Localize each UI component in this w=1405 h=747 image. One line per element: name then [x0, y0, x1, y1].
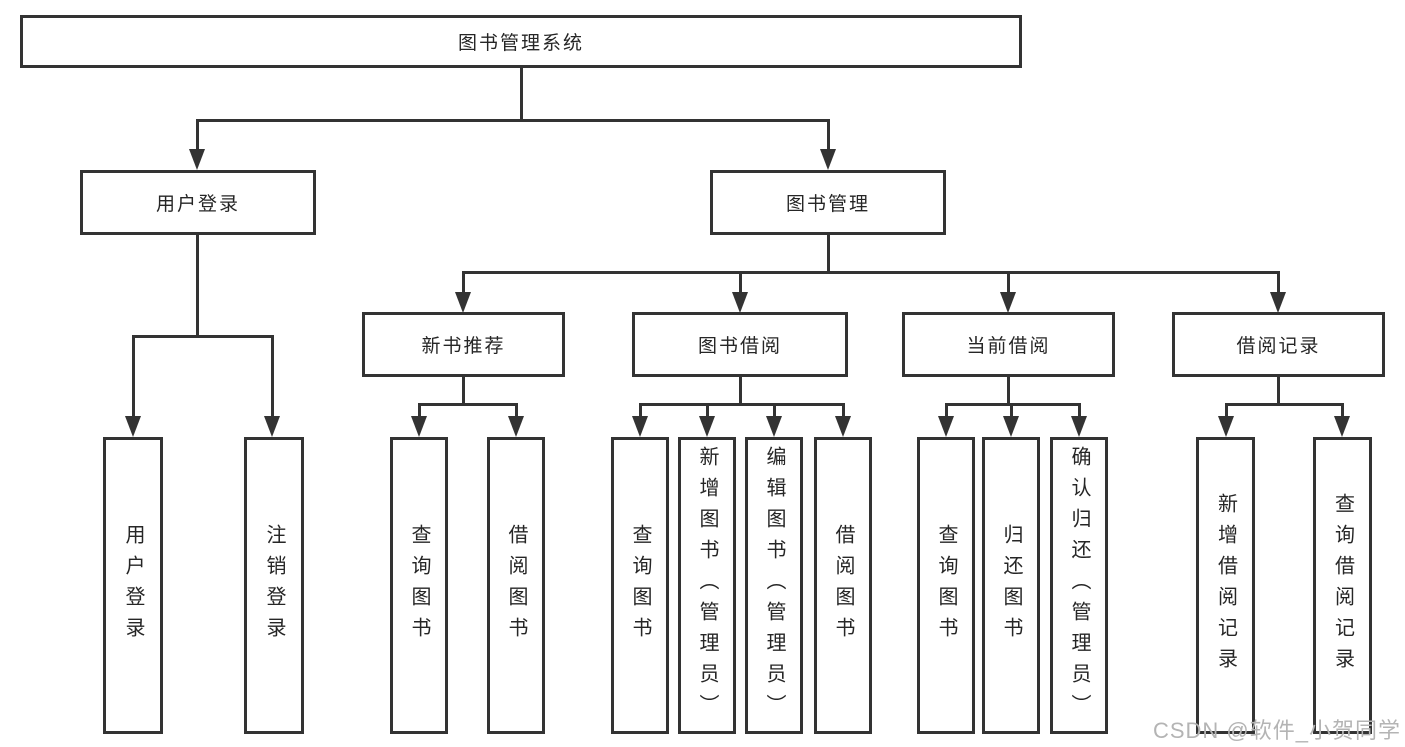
leaf-label: 确认归还（管理员）: [1068, 446, 1090, 725]
leaf-add-borrow-record: 新增借阅记录: [1196, 437, 1255, 734]
arrowhead-down-icon: [1270, 292, 1286, 313]
leaf-confirm-return-admin: 确认归还（管理员）: [1050, 437, 1108, 734]
connector-drop-leaf: [418, 403, 421, 417]
node-book-management: 图书管理: [710, 170, 946, 235]
node-label: 当前借阅: [966, 336, 1051, 357]
arrowhead-down-icon: [264, 416, 280, 437]
connector-borrow-stem: [739, 375, 742, 405]
leaf-label: 编辑图书（管理员）: [763, 446, 785, 725]
connector-drop-records: [1277, 271, 1280, 293]
leaf-query-books: 查询图书: [917, 437, 975, 734]
connector-current-stem: [1007, 375, 1010, 405]
arrowhead-down-icon: [1000, 292, 1016, 313]
arrowhead-down-icon: [1003, 416, 1019, 437]
node-label: 图书借阅: [697, 336, 782, 357]
connector-drop-leaf: [639, 403, 642, 417]
arrowhead-down-icon: [938, 416, 954, 437]
connector-bookmgmt-stem: [827, 234, 830, 273]
leaf-label: 归还图书: [1000, 523, 1022, 648]
leaf-borrow-books: 借阅图书: [814, 437, 872, 734]
connector-drop-leaf: [842, 403, 845, 417]
connector-rail-borrow: [639, 403, 844, 406]
connector-records-stem: [1277, 375, 1280, 405]
leaf-label: 借阅图书: [505, 523, 527, 648]
node-label: 图书管理: [785, 194, 870, 215]
arrowhead-down-icon: [835, 416, 851, 437]
connector-newrec-stem: [462, 375, 465, 405]
arrowhead-down-icon: [125, 416, 141, 437]
leaf-label: 查询图书: [629, 523, 651, 648]
arrowhead-down-icon: [411, 416, 427, 437]
node-label: 图书管理系统: [457, 33, 584, 54]
connector-drop-leaf: [706, 403, 709, 417]
arrowhead-down-icon: [508, 416, 524, 437]
arrowhead-down-icon: [1334, 416, 1350, 437]
node-label: 新书推荐: [421, 336, 506, 357]
leaf-query-books: 查询图书: [611, 437, 669, 734]
node-user-login: 用户登录: [80, 170, 316, 235]
connector-drop-leaf: [1225, 403, 1228, 417]
connector-userlogin-stem: [196, 234, 199, 337]
node-root-system: 图书管理系统: [20, 15, 1022, 68]
leaf-edit-books-admin: 编辑图书（管理员）: [745, 437, 803, 734]
connector-drop-current: [1007, 271, 1010, 293]
connector-drop-leaf: [132, 335, 135, 417]
arrowhead-down-icon: [732, 292, 748, 313]
leaf-query-books: 查询图书: [390, 437, 448, 734]
csdn-watermark: CSDN @软件_小贺同学: [1152, 718, 1401, 743]
leaf-label: 查询借阅记录: [1331, 492, 1354, 679]
leaf-label: 查询图书: [408, 523, 430, 648]
connector-drop-leaf: [515, 403, 518, 417]
node-label: 用户登录: [155, 194, 240, 215]
connector-rail-newrec: [418, 403, 518, 406]
connector-drop-leaf: [1341, 403, 1344, 417]
leaf-label: 注销登录: [263, 523, 285, 648]
leaf-logout: 注销登录: [244, 437, 304, 734]
node-borrow-records: 借阅记录: [1172, 312, 1385, 377]
node-new-book-recommend: 新书推荐: [362, 312, 565, 377]
connector-drop-user-login: [196, 119, 199, 151]
connector-drop-leaf: [945, 403, 948, 417]
arrowhead-down-icon: [820, 149, 836, 170]
connector-drop-borrow: [739, 271, 742, 293]
leaf-label: 新增借阅记录: [1214, 492, 1237, 679]
arrowhead-down-icon: [1071, 416, 1087, 437]
connector-drop-newrec: [462, 271, 465, 293]
leaf-return-books: 归还图书: [982, 437, 1040, 734]
leaf-user-login: 用户登录: [103, 437, 163, 734]
leaf-add-books-admin: 新增图书（管理员）: [678, 437, 736, 734]
connector-rail-level2: [196, 119, 830, 122]
arrowhead-down-icon: [699, 416, 715, 437]
leaf-borrow-books: 借阅图书: [487, 437, 545, 734]
arrowhead-down-icon: [766, 416, 782, 437]
arrowhead-down-icon: [455, 292, 471, 313]
connector-drop-leaf: [1078, 403, 1081, 417]
connector-rail-userlogin: [132, 335, 274, 338]
leaf-label: 借阅图书: [832, 523, 854, 648]
arrowhead-down-icon: [1218, 416, 1234, 437]
arrowhead-down-icon: [189, 149, 205, 170]
connector-root-stem: [520, 68, 523, 121]
leaf-label: 用户登录: [122, 523, 144, 648]
arrowhead-down-icon: [632, 416, 648, 437]
node-label: 借阅记录: [1236, 336, 1321, 357]
leaf-label: 新增图书（管理员）: [696, 446, 718, 725]
leaf-label: 查询图书: [935, 523, 957, 648]
connector-rail-records: [1225, 403, 1343, 406]
node-current-borrow: 当前借阅: [902, 312, 1115, 377]
node-book-borrow: 图书借阅: [632, 312, 848, 377]
connector-drop-leaf: [271, 335, 274, 417]
leaf-query-borrow-record: 查询借阅记录: [1313, 437, 1372, 734]
connector-drop-leaf: [773, 403, 776, 417]
connector-drop-book-mgmt: [827, 119, 830, 151]
connector-drop-leaf: [1010, 403, 1013, 417]
connector-rail-level3: [462, 271, 1280, 274]
